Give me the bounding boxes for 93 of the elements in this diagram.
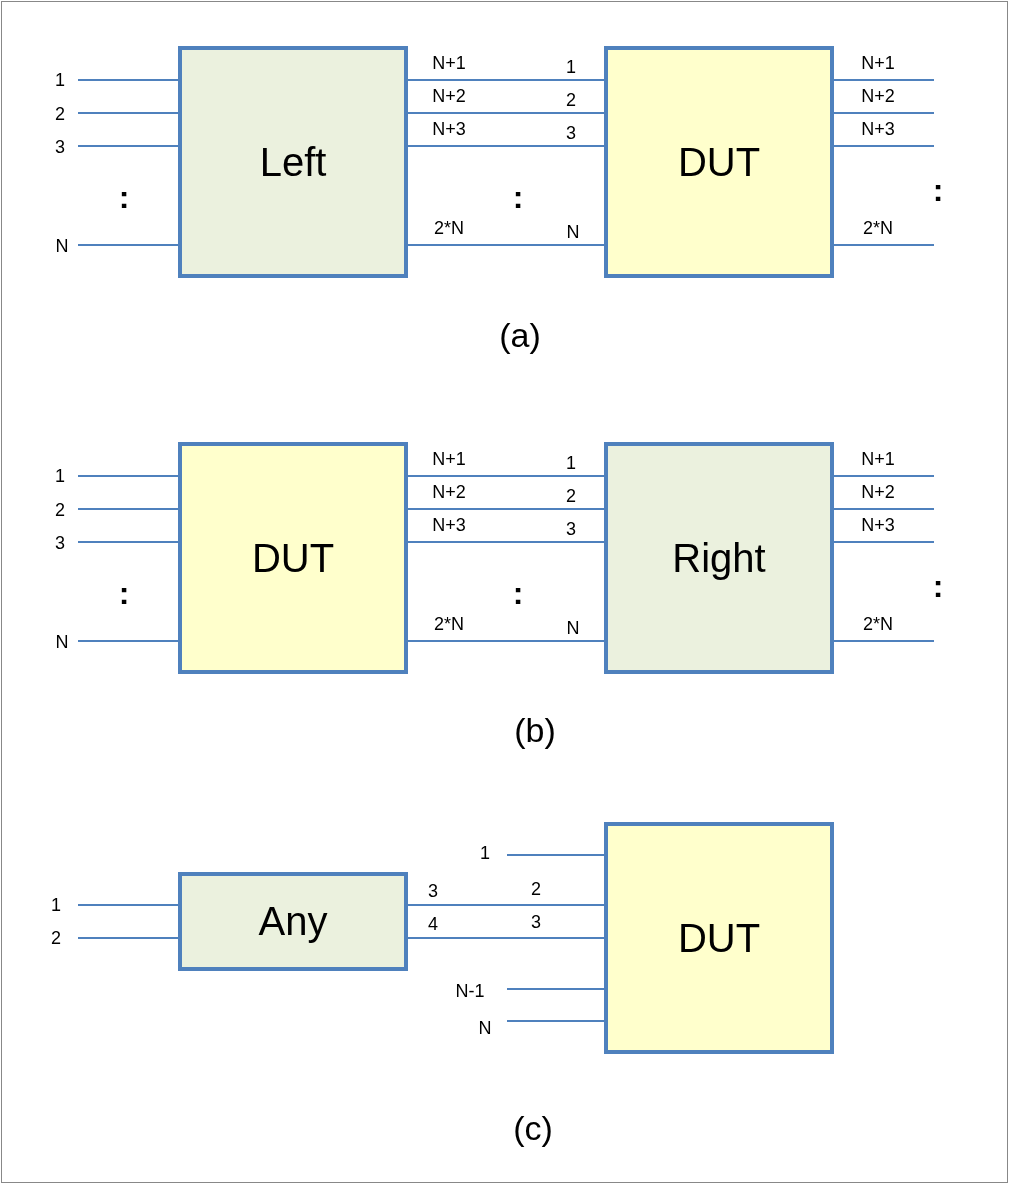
block-box (178, 442, 408, 674)
signal-line (77, 475, 179, 477)
signal-line (77, 112, 179, 114)
pin-label: N-1 (455, 982, 485, 1000)
pin-label: N+2 (861, 87, 895, 105)
ellipsis-mark: : (512, 577, 524, 609)
pin-label: N (55, 633, 69, 651)
ellipsis-mark: : (512, 181, 524, 213)
pin-label: N+1 (432, 450, 466, 468)
pin-label: N (566, 223, 580, 241)
pin-label: 2 (566, 487, 576, 505)
block-box (604, 822, 834, 1054)
signal-line (833, 79, 935, 81)
pin-label: N (566, 619, 580, 637)
pin-label: N+3 (861, 120, 895, 138)
pin-label: 1 (566, 454, 576, 472)
block-box (604, 46, 834, 278)
pin-label: 2 (55, 501, 65, 519)
signal-line (407, 640, 605, 642)
pin-label: 2*N (863, 615, 893, 633)
block-box (178, 46, 408, 278)
pin-label: 3 (566, 520, 576, 538)
block-label: DUT (677, 915, 761, 961)
signal-line (407, 541, 605, 543)
signal-line (833, 145, 935, 147)
signal-line (77, 508, 179, 510)
pin-label: 3 (531, 913, 541, 931)
pin-label: 2 (531, 880, 541, 898)
pin-label: N+1 (432, 54, 466, 72)
pin-label: N (478, 1019, 492, 1037)
pin-label: 2*N (434, 219, 464, 237)
signal-line (407, 145, 605, 147)
ellipsis-mark: : (118, 181, 130, 213)
signal-line (407, 475, 605, 477)
pin-label: 1 (55, 71, 65, 89)
pin-label: N+2 (432, 87, 466, 105)
signal-line (833, 244, 935, 246)
pin-label: N+2 (432, 483, 466, 501)
pin-label: N+1 (861, 54, 895, 72)
pin-label: N+2 (861, 483, 895, 501)
signal-line (77, 541, 179, 543)
signal-line (833, 475, 935, 477)
pin-label: 2*N (434, 615, 464, 633)
pin-label: N+3 (432, 120, 466, 138)
block-label: Right (672, 535, 766, 581)
pin-label: N+3 (432, 516, 466, 534)
pin-label: 2 (51, 929, 61, 947)
signal-line (77, 244, 179, 246)
block-label: DUT (251, 535, 335, 581)
block-box (604, 442, 834, 674)
signal-line (833, 541, 935, 543)
subfigure-caption: (a) (499, 318, 541, 352)
block-box (178, 872, 408, 971)
pin-label: 2 (55, 105, 65, 123)
signal-line (407, 508, 605, 510)
pin-label: 1 (55, 467, 65, 485)
block-label: DUT (677, 139, 761, 185)
signal-line (77, 640, 179, 642)
ellipsis-mark: : (932, 174, 944, 206)
pin-label: 1 (566, 58, 576, 76)
signal-line (506, 1020, 605, 1022)
pin-label: N+1 (861, 450, 895, 468)
signal-line (407, 904, 605, 906)
pin-label: 1 (480, 844, 490, 862)
signal-line (833, 640, 935, 642)
signal-line (407, 937, 605, 939)
signal-line (407, 79, 605, 81)
signal-line (506, 854, 605, 856)
ellipsis-mark: : (118, 577, 130, 609)
block-label: Any (258, 899, 328, 944)
block-label: Left (259, 139, 327, 185)
subfigure-caption: (c) (513, 1111, 553, 1145)
signal-line (833, 508, 935, 510)
pin-label: 4 (428, 915, 438, 933)
signal-line (77, 145, 179, 147)
signal-line (506, 988, 605, 990)
signal-line (77, 904, 179, 906)
pin-label: 2 (566, 91, 576, 109)
signal-line (77, 937, 179, 939)
signal-line (77, 79, 179, 81)
pin-label: 3 (428, 882, 438, 900)
ellipsis-mark: : (932, 570, 944, 602)
pin-label: 3 (55, 534, 65, 552)
signal-line (407, 244, 605, 246)
pin-label: 1 (51, 896, 61, 914)
pin-label: 3 (55, 138, 65, 156)
signal-line (407, 112, 605, 114)
pin-label: N+3 (861, 516, 895, 534)
pin-label: N (55, 237, 69, 255)
pin-label: 3 (566, 124, 576, 142)
signal-line (833, 112, 935, 114)
pin-label: 2*N (863, 219, 893, 237)
subfigure-caption: (b) (514, 713, 556, 747)
